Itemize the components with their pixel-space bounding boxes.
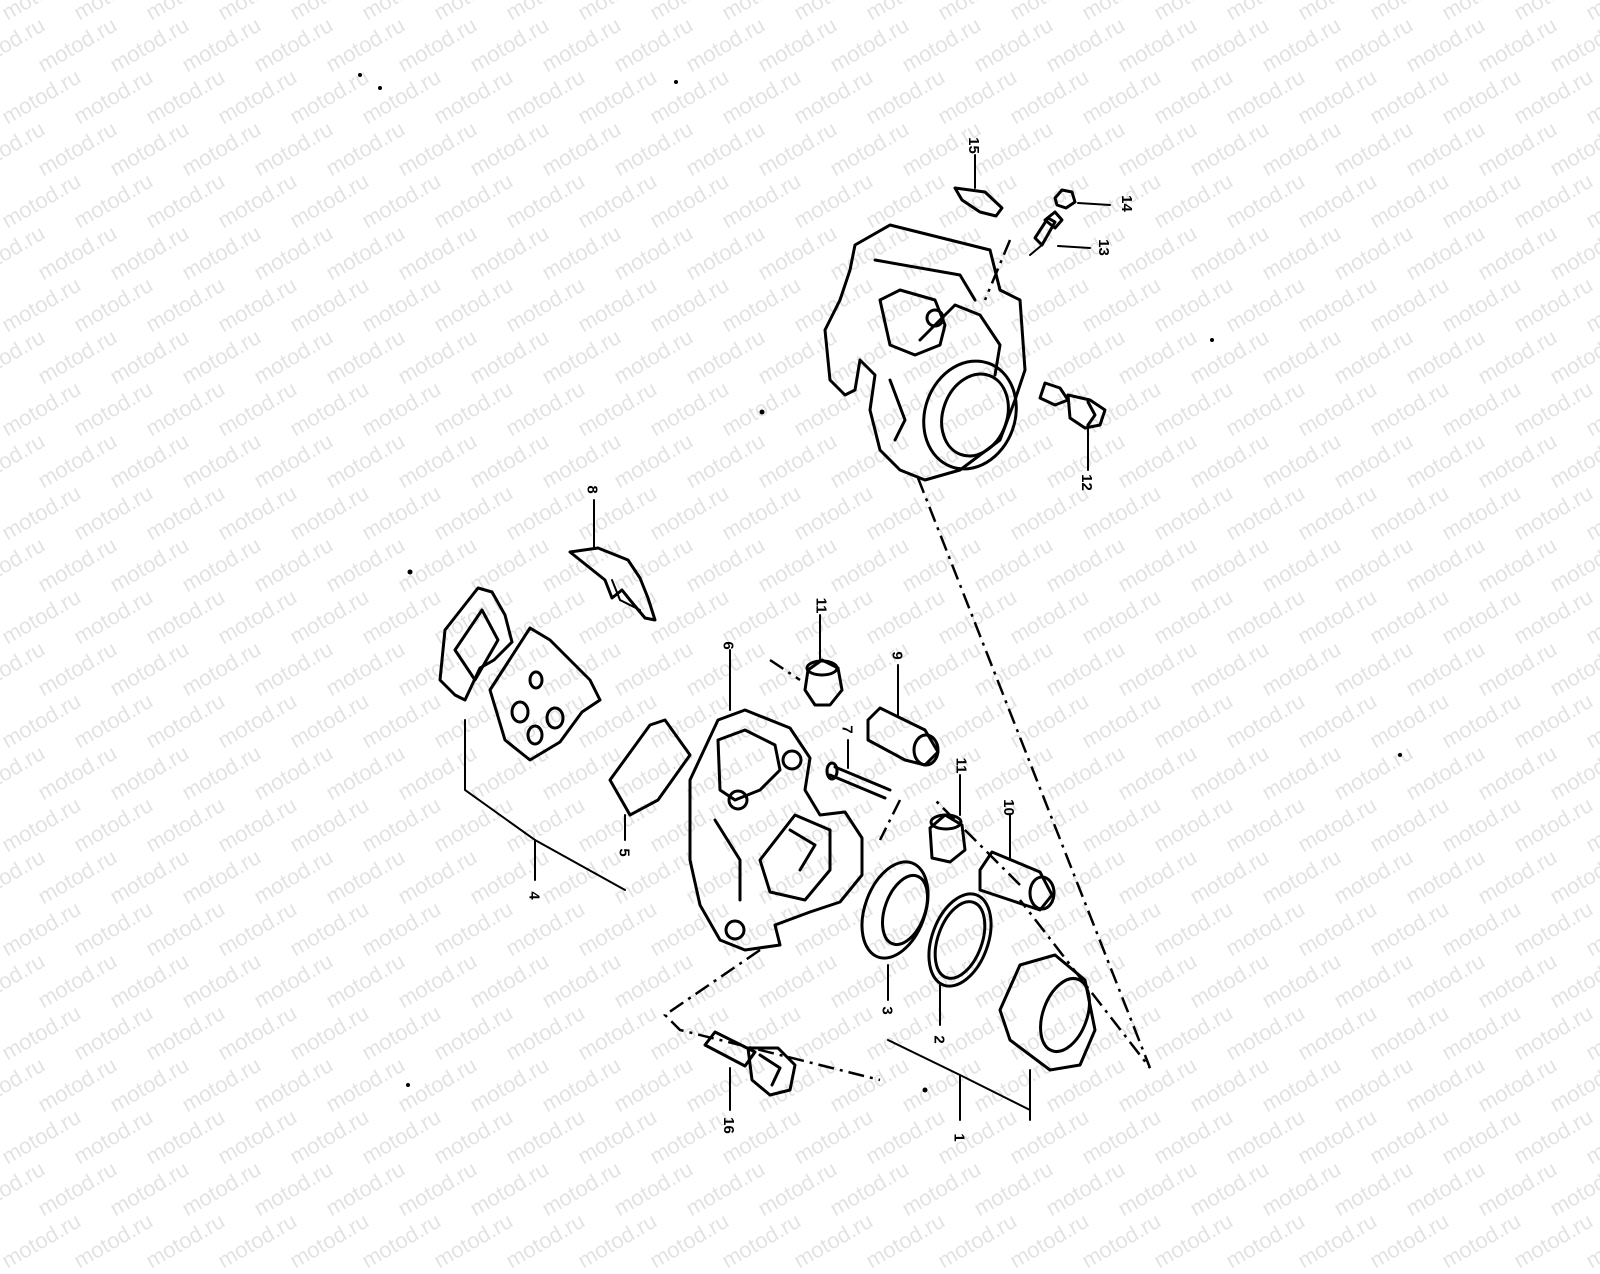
watermark-text: motod.ru [1077, 1208, 1166, 1274]
sleeve-10 [978, 814, 1056, 912]
caliper-bracket-6 [688, 649, 864, 952]
watermark-text: motod.ru [501, 1208, 590, 1274]
callout-9: 9 [888, 651, 906, 660]
pin-7 [825, 739, 892, 800]
watermark-text: motod.ru [1581, 1208, 1600, 1274]
scan-specks [358, 73, 1402, 1093]
callout-1: 1 [950, 1133, 968, 1142]
bolt-16 [703, 1030, 797, 1111]
callout-3: 3 [878, 1006, 896, 1015]
caliper-housing [823, 223, 1027, 482]
watermark-text: motod.ru [1221, 1208, 1310, 1274]
callout-5: 5 [615, 848, 633, 857]
watermark-text: motod.ru [1293, 1208, 1382, 1274]
callout-14: 14 [1117, 195, 1135, 212]
watermark-text: motod.ru [285, 1208, 374, 1274]
bleeder-cap-14 [1053, 188, 1111, 210]
bleeder-valve-13 [1029, 210, 1091, 256]
piston-1 [887, 953, 1097, 1121]
watermark-text: motod.ru [645, 1208, 734, 1274]
callout-11-upper: 11 [812, 597, 830, 614]
piston-seal-2 [927, 892, 993, 1026]
watermark-text: motod.ru [789, 1208, 878, 1274]
callout-2: 2 [930, 1035, 948, 1044]
dust-seal-3 [860, 860, 930, 1001]
watermark-text: motod.ru [141, 1208, 230, 1274]
watermark-text: motod.ru [213, 1208, 302, 1274]
callout-8: 8 [583, 485, 601, 494]
assembly-lines [663, 239, 1152, 1082]
watermark-text: motod.ru [1509, 1208, 1598, 1274]
callout-10: 10 [999, 799, 1017, 816]
diagram-drawing [358, 73, 1402, 1121]
watermark-text: motod.ru [1365, 1208, 1454, 1274]
callout-12: 12 [1077, 474, 1095, 491]
brake-pads-4 [438, 586, 626, 891]
watermark-text: motod.ru [1149, 1208, 1238, 1274]
boot-11-upper [803, 614, 844, 707]
callout-16: 16 [719, 1117, 737, 1134]
pad-spring-8 [568, 499, 657, 622]
watermark-text: motod.ru [429, 1208, 518, 1274]
watermark-text: motod.ru [933, 1208, 1022, 1274]
watermark-text: motod.ru [69, 1208, 158, 1274]
watermark-text: motod.ru [357, 1208, 446, 1274]
watermark-text: motod.ru [1437, 1208, 1526, 1274]
watermark-text: motod.ru [861, 1208, 950, 1274]
bolt-12 [1038, 381, 1107, 471]
callout-6: 6 [719, 641, 737, 650]
callout-13: 13 [1094, 239, 1112, 256]
sleeve-9 [866, 664, 940, 767]
watermark-text: motod.ru [0, 1208, 86, 1274]
watermark-text: motod.ru [1005, 1208, 1094, 1274]
callout-11-lower: 11 [952, 757, 970, 774]
callout-15: 15 [964, 137, 982, 154]
watermark-text: motod.ru [573, 1208, 662, 1274]
clip-15 [953, 154, 1004, 218]
boot-11-lower [928, 774, 967, 864]
watermark-text: motod.ru [717, 1208, 806, 1274]
callout-7: 7 [838, 725, 856, 734]
callout-4: 4 [525, 891, 543, 900]
shim-5 [608, 718, 692, 841]
